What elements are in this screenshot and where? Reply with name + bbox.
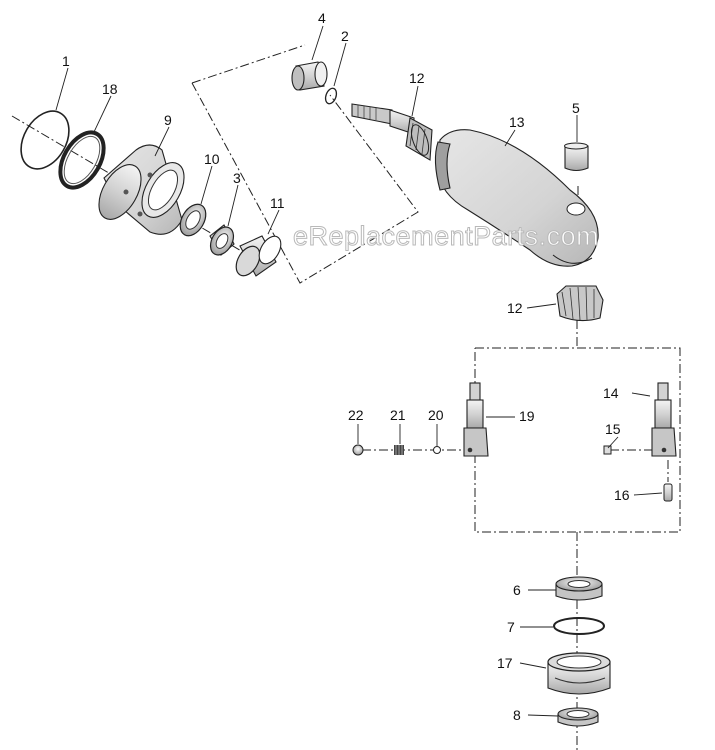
callout-17: 17 bbox=[497, 655, 513, 671]
callout-labels: 1 18 9 10 3 11 4 2 12 13 5 12 14 15 16 1… bbox=[62, 10, 630, 723]
callout-22: 22 bbox=[348, 407, 364, 423]
callout-5: 5 bbox=[572, 100, 580, 116]
callout-9: 9 bbox=[164, 112, 172, 128]
part-21-spring bbox=[394, 445, 404, 455]
part-2-small-oring bbox=[324, 87, 338, 105]
callout-18: 18 bbox=[102, 81, 118, 97]
part-5-cap bbox=[564, 142, 589, 172]
callout-4: 4 bbox=[318, 10, 326, 26]
part-15-pin bbox=[603, 445, 612, 455]
callout-1: 1 bbox=[62, 53, 70, 69]
callout-10: 10 bbox=[204, 151, 220, 167]
part-20-ball bbox=[433, 446, 441, 454]
part-6-bearing bbox=[555, 576, 603, 601]
part-4-sleeve bbox=[291, 61, 328, 91]
callout-8: 8 bbox=[513, 707, 521, 723]
part-7-oring bbox=[553, 617, 605, 635]
watermark-text: eReplacementParts.com bbox=[293, 221, 599, 251]
part-12-pinion-shaft bbox=[351, 103, 433, 161]
part-22-screw bbox=[352, 444, 364, 456]
callout-3: 3 bbox=[233, 170, 241, 186]
callout-21: 21 bbox=[390, 407, 406, 423]
callout-12-upper: 12 bbox=[409, 70, 425, 86]
callout-12-lower: 12 bbox=[507, 300, 523, 316]
callout-16: 16 bbox=[614, 487, 630, 503]
part-8-nut bbox=[557, 707, 599, 727]
leader-lines bbox=[55, 25, 663, 717]
part-12-bevel-gear bbox=[556, 285, 604, 322]
callout-14: 14 bbox=[603, 385, 619, 401]
callout-7: 7 bbox=[507, 619, 515, 635]
part-9-housing-sleeve bbox=[98, 144, 185, 235]
part-13-angle-head-body bbox=[434, 129, 599, 267]
part-16-roll-pin bbox=[663, 483, 673, 502]
part-14-spindle bbox=[651, 382, 677, 457]
part-11-bushing bbox=[235, 235, 282, 277]
callout-11: 11 bbox=[270, 195, 285, 211]
part-3-bearing bbox=[209, 224, 235, 256]
part-17-collar bbox=[547, 652, 611, 695]
part-19-spindle bbox=[463, 382, 489, 457]
callout-2: 2 bbox=[341, 28, 349, 44]
part-10-seal bbox=[179, 203, 207, 237]
part-1-oring bbox=[20, 110, 70, 170]
callout-15: 15 bbox=[605, 421, 621, 437]
callout-20: 20 bbox=[428, 407, 444, 423]
callout-6: 6 bbox=[513, 582, 521, 598]
callout-19: 19 bbox=[519, 408, 535, 424]
part-18-retaining-ring bbox=[58, 130, 106, 190]
callout-13: 13 bbox=[509, 114, 525, 130]
